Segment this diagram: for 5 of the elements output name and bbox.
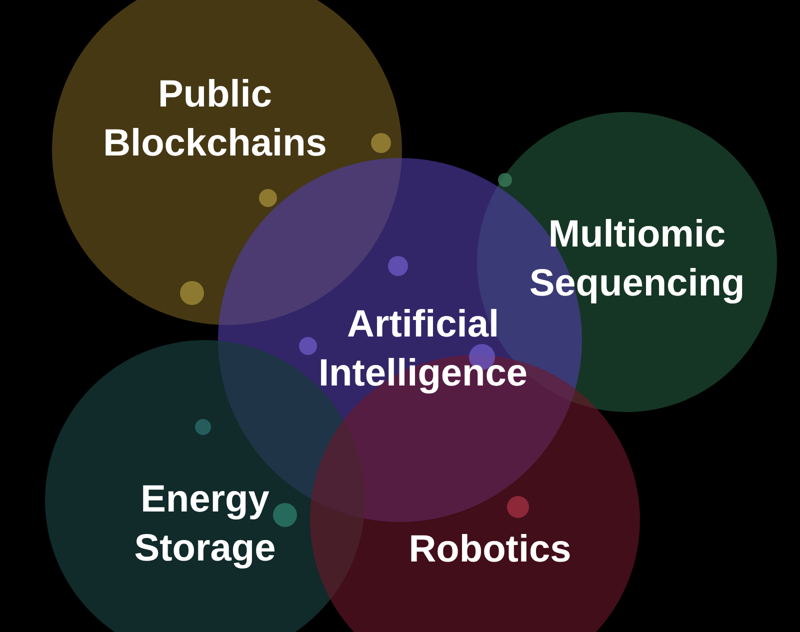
circle-label: Multiomic Sequencing — [528, 212, 746, 307]
circle-label: Energy Storage — [133, 478, 277, 572]
circle-label: Robotics — [408, 527, 572, 572]
circle-label: Public Blockchains — [102, 72, 328, 167]
circle-label: Artificial Intelligence — [317, 302, 529, 397]
